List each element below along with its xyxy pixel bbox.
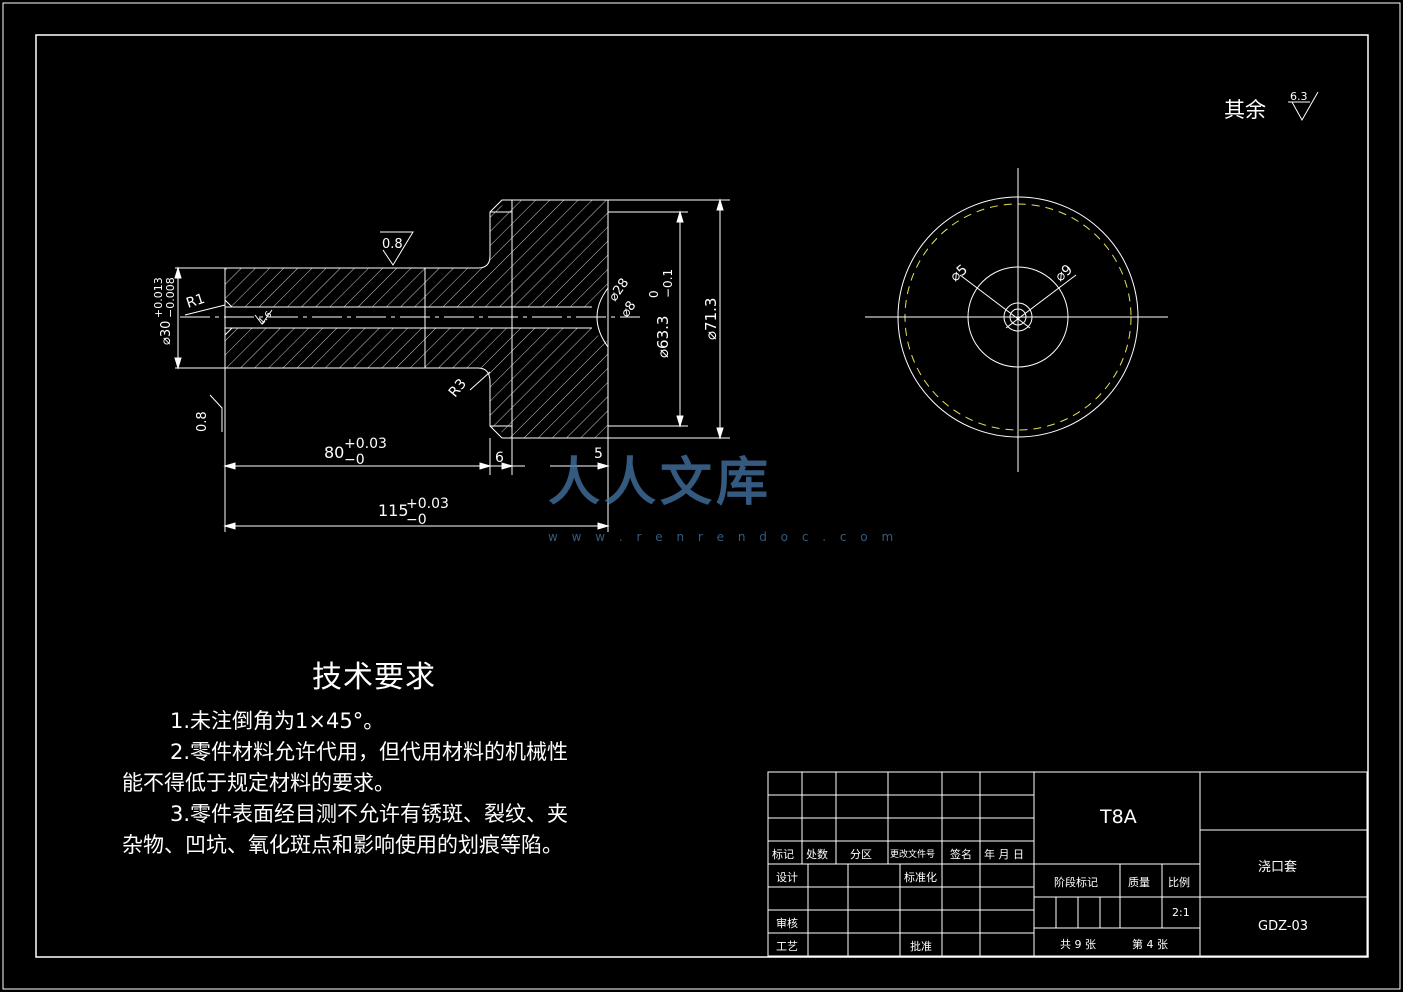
tb-approve: 批准 (910, 940, 932, 953)
roughness-symbol-rest (1291, 91, 1319, 122)
tb-total-sheets: 共 9 张 (1060, 938, 1096, 951)
part-name: 浇口套 (1258, 860, 1298, 875)
dim-80-upper: +0.03 (344, 436, 387, 452)
dim-d5: ⌀5 (947, 262, 971, 285)
dim-115-upper: +0.03 (406, 496, 449, 512)
tech-req-line-3b: 杂物、凹坑、氧化斑点和影响使用的划痕等陷。 (122, 833, 563, 857)
tb-review: 审核 (776, 917, 798, 930)
dim-d71: ⌀71.3 (702, 298, 720, 340)
rough-top-value: 0.8 (382, 237, 403, 252)
tb-process: 工艺 (776, 940, 798, 953)
end-view (865, 168, 1168, 472)
inner-frame (35, 34, 1369, 958)
dim-d30-lower: −0.008 (164, 277, 177, 318)
material-label: T8A (1100, 806, 1137, 828)
dim-80: 80 (324, 443, 344, 462)
tb-date: 年 月 日 (984, 848, 1024, 861)
tech-req-line-1: 1.未注倒角为1×45°。 (170, 709, 385, 733)
tech-req-line-2a: 2.零件材料允许代用，但代用材料的机械性 (170, 740, 569, 764)
tech-req-line-3a: 3.零件表面经目测不允许有锈斑、裂纹、夹 (170, 802, 569, 826)
rough-rest-value: 6.3 (1290, 90, 1308, 103)
dim-d63: ⌀63.3 (654, 316, 672, 358)
drawing-number: GDZ-03 (1258, 919, 1308, 934)
tb-standardize: 标准化 (904, 871, 937, 884)
dim-r3: R3 (446, 376, 470, 401)
tb-sheet-number: 第 4 张 (1132, 938, 1168, 951)
dim-d30: ⌀30 (159, 321, 174, 345)
roughness-symbol-bore (254, 309, 273, 325)
tb-scale-label: 比例 (1168, 876, 1190, 889)
hatch-upper (225, 200, 608, 307)
dim-115: 115 (378, 501, 409, 520)
tb-scale-value: 2:1 (1172, 906, 1190, 919)
dim-5: 5 (594, 446, 603, 462)
dim-d30-upper: +0.013 (152, 277, 165, 318)
dim-r1: R1 (184, 291, 207, 312)
rough-left-value: 0.8 (195, 411, 210, 432)
dim-d63-upper: 0 (647, 290, 661, 298)
surface-rest-label: 其余 (1224, 98, 1266, 122)
tech-requirements-title: 技术要求 (312, 660, 436, 695)
dim-115-lower: −0 (406, 512, 427, 528)
dim-80-lower: −0 (344, 452, 365, 468)
section-view (174, 91, 1319, 532)
dim-d63-lower: −0.1 (661, 269, 675, 298)
tb-count: 处数 (806, 848, 828, 861)
roughness-symbol-top (380, 231, 414, 266)
watermark-logo: 人人文库 (548, 452, 773, 513)
dim-d9: ⌀9 (1052, 262, 1076, 285)
hatch-lower (225, 328, 608, 438)
roughness-symbol-left (209, 394, 223, 432)
tech-req-line-2b: 能不得低于规定材料的要求。 (122, 771, 395, 795)
tb-zone: 分区 (850, 848, 872, 861)
tb-stage-mark: 阶段标记 (1054, 876, 1098, 889)
tb-weight: 质量 (1128, 876, 1150, 889)
tb-change-doc: 更改文件号 (890, 850, 936, 860)
tb-signature: 签名 (950, 848, 972, 861)
watermark-url: w w w . r e n r e n d o c . c o m (548, 530, 899, 544)
rough-bore-value: 1.6 (257, 310, 274, 327)
title-block (767, 771, 1368, 957)
dim-6: 6 (495, 450, 504, 466)
tb-design: 设计 (776, 871, 798, 884)
tb-mark: 标记 (772, 848, 794, 861)
